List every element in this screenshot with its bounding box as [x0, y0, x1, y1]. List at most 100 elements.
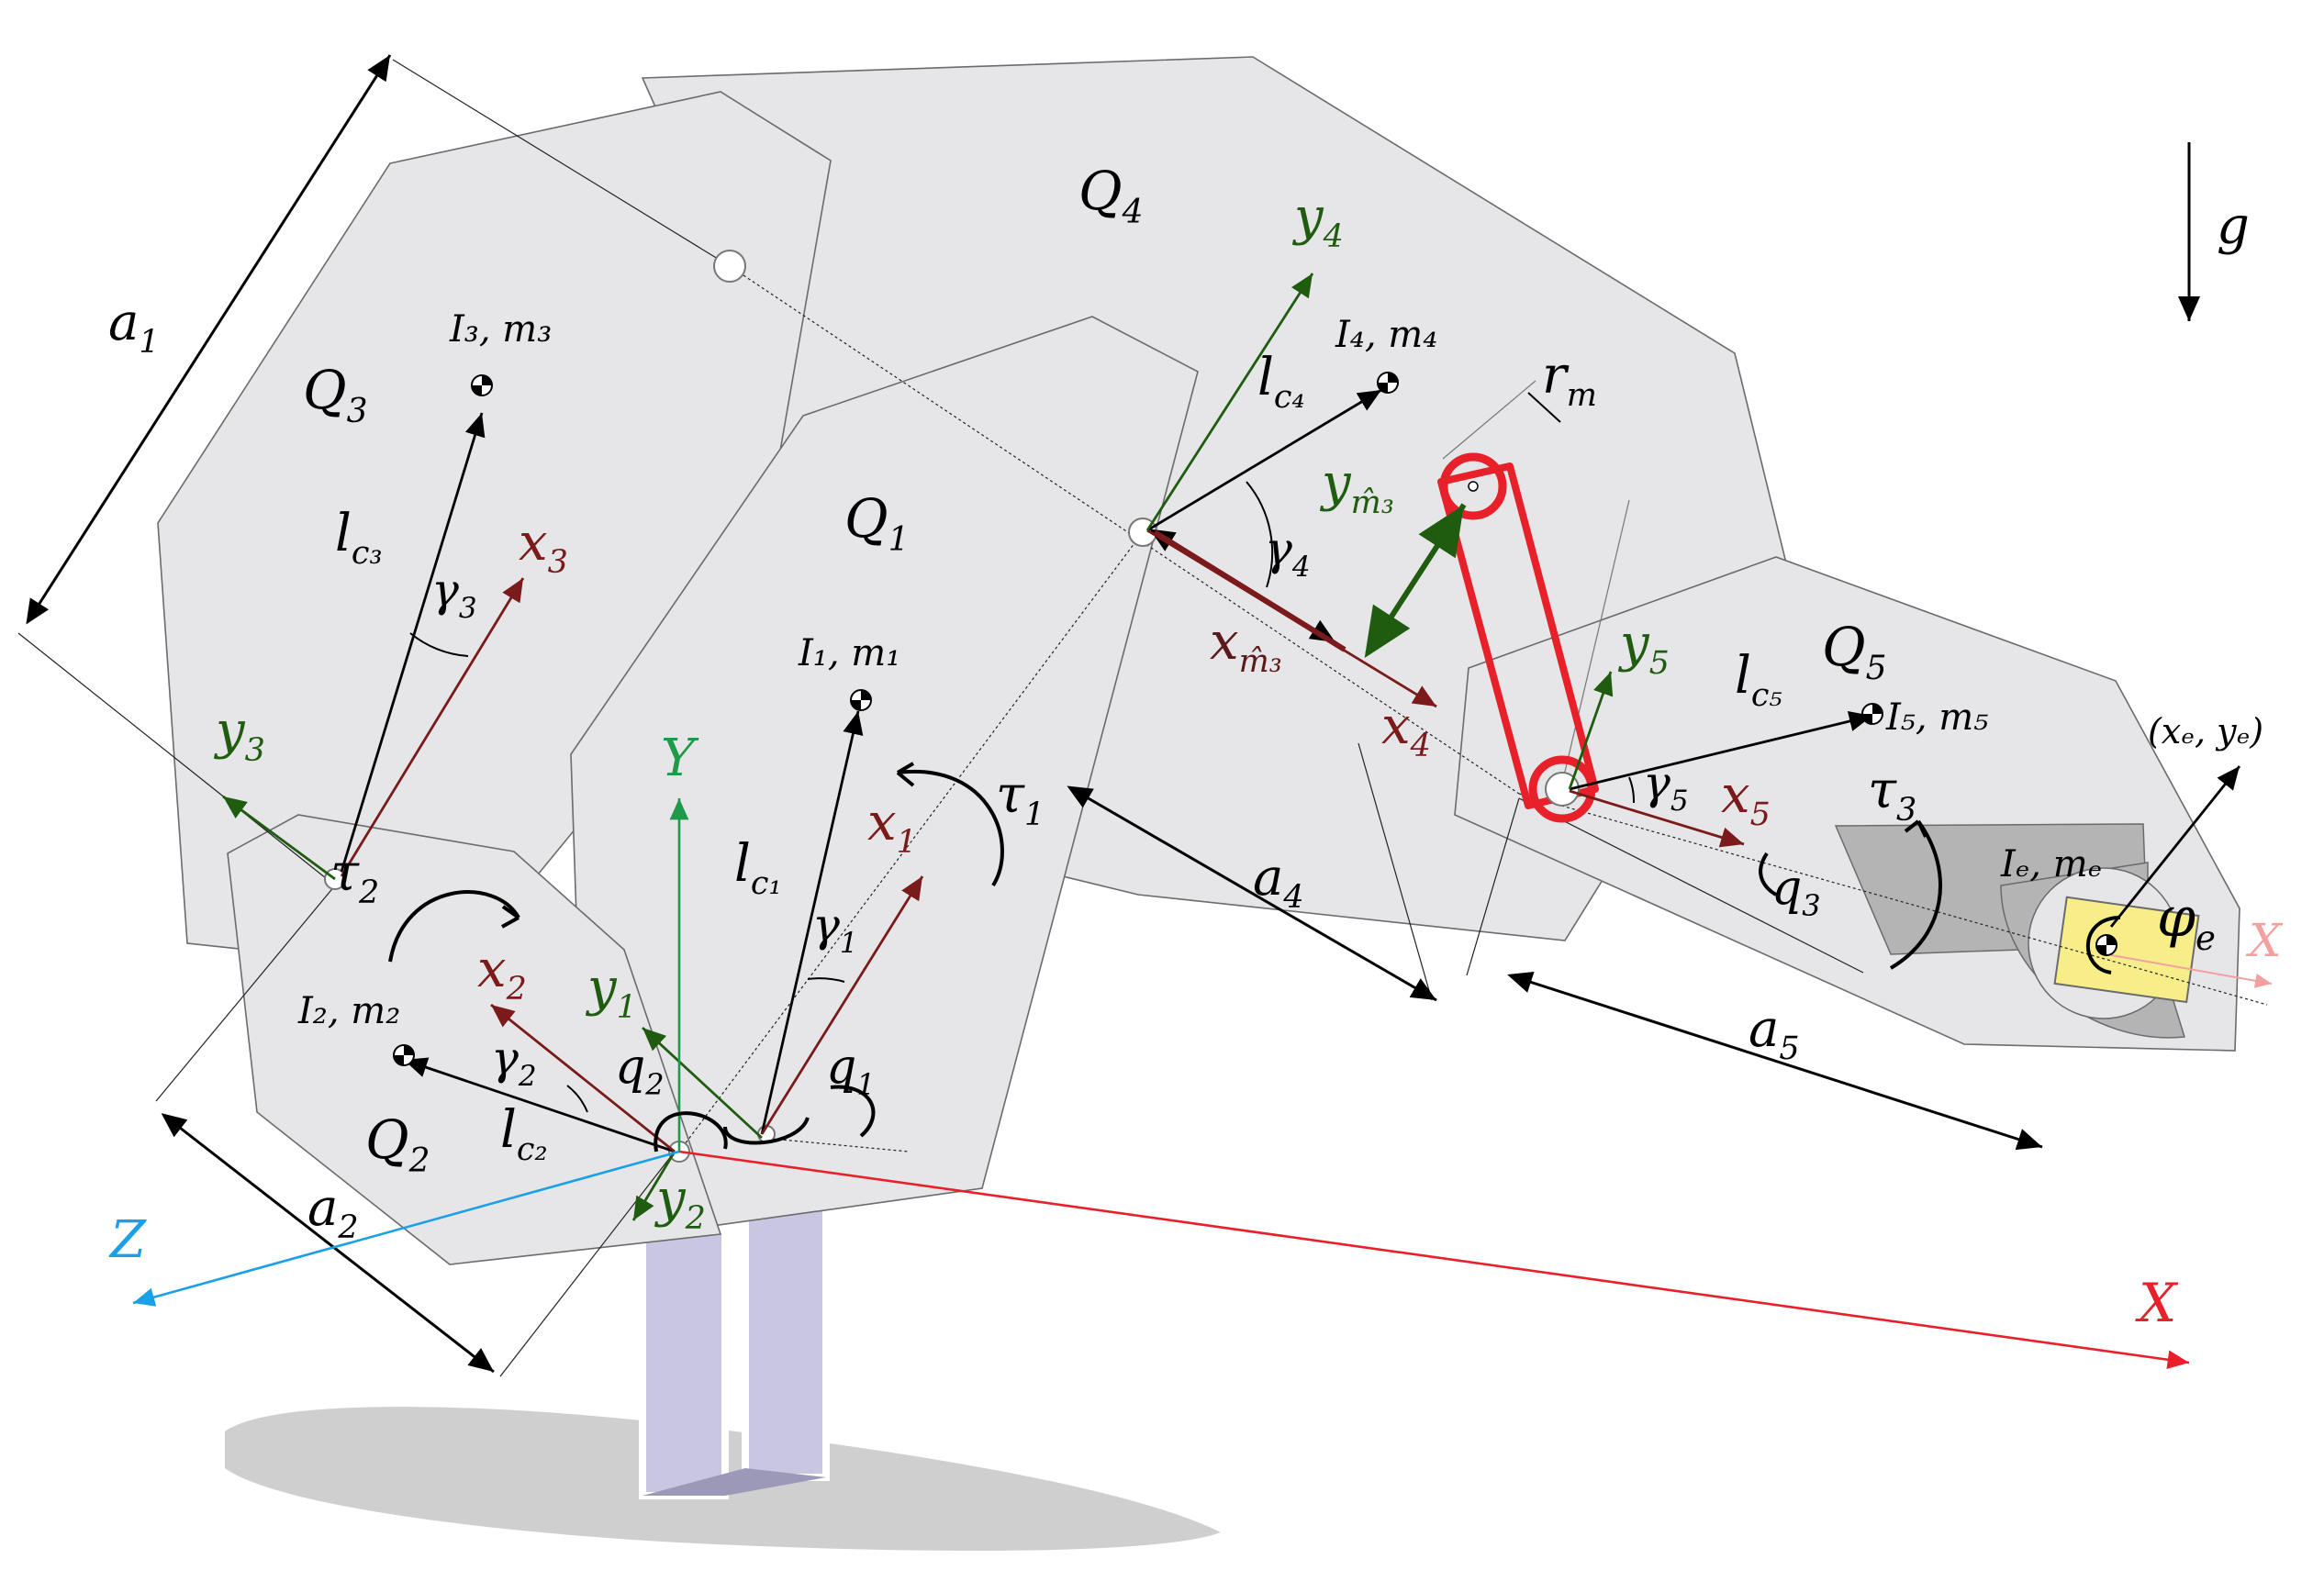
inertia-e-label: Iₑ, mₑ — [2000, 843, 2102, 885]
q3-label: q3 — [1771, 861, 1821, 923]
plate-q5-label-sub: 5 — [1866, 650, 1887, 687]
tau3-label-main: τ — [1868, 761, 1897, 820]
plate-q4-label-main: Q — [1078, 160, 1123, 222]
inertia-3-label: I₃, m₃ — [449, 308, 552, 351]
q2-label: q2 — [615, 1040, 665, 1102]
dimension-arrows — [26, 54, 2200, 1374]
y3-label-sub: 3 — [245, 732, 265, 769]
a5-label-main: a — [1749, 999, 1779, 1059]
lc3-label: lc₃ — [335, 504, 383, 572]
axis-X-label: X — [2135, 1272, 2179, 1334]
lc4-label-main: l — [1257, 348, 1274, 407]
gamma4-label: γ4 — [1265, 522, 1311, 584]
q2-label-main: q — [615, 1040, 645, 1095]
y1-label-sub: 1 — [617, 989, 637, 1026]
plate-q3-label: Q3 — [303, 359, 367, 430]
axis-Z-label-main: Z — [108, 1210, 147, 1270]
phi-e-label-sub: e — [2196, 919, 2216, 958]
q3-label-sub: 3 — [1802, 888, 1820, 923]
center-of-mass-icon — [1861, 703, 1883, 725]
gamma2-label: γ2 — [491, 1031, 537, 1093]
q3-label-main: q — [1771, 861, 1802, 916]
lc1-label: lc₁ — [734, 834, 782, 902]
plate-q5-label-main: Q — [1822, 616, 1866, 678]
axis-Z-label: Z — [108, 1210, 147, 1270]
a1-label-sub: 1 — [139, 324, 159, 361]
x-frames — [340, 529, 1745, 1153]
q1-label-sub: 1 — [856, 1067, 875, 1102]
y2-label-main: y — [654, 1169, 687, 1229]
y-m3-label-main: y — [1319, 453, 1352, 513]
gamma2-label-sub: 2 — [518, 1060, 537, 1093]
lc2-label: lc₂ — [500, 1100, 548, 1168]
gamma5-label: γ5 — [1643, 756, 1689, 818]
x3-label-main: x — [519, 513, 548, 573]
x5-label-sub: 5 — [1750, 796, 1771, 833]
x2-label-main: x — [477, 940, 507, 999]
x2-label-sub: 2 — [506, 971, 527, 1008]
joint-icon — [713, 250, 746, 283]
center-of-mass-icon — [850, 689, 872, 711]
q1-label: q1 — [826, 1040, 876, 1102]
inertia-4-label: I₄, m₄ — [1335, 314, 1437, 356]
axis-Y-label: Y — [661, 729, 699, 788]
gamma2-label-main: γ — [491, 1031, 519, 1085]
gamma3-label: γ3 — [431, 563, 477, 625]
y-frames — [222, 273, 1614, 1221]
gamma1-label: γ1 — [812, 898, 858, 960]
center-of-mass-icon — [2095, 934, 2117, 956]
center-of-mass-icon — [471, 374, 493, 396]
com-arrows — [340, 388, 2241, 1153]
r-m-label-sub: m — [1567, 377, 1597, 414]
y2-label: y2 — [654, 1169, 706, 1237]
plate-q4-label-sub: 4 — [1122, 194, 1144, 231]
x4-label-main: x — [1381, 696, 1411, 756]
lc2-label-sub: c₂ — [517, 1131, 548, 1168]
x1-label: x1 — [867, 793, 917, 861]
y-m3-label-sub: m̂₃ — [1351, 484, 1394, 521]
a2-label-main: a — [307, 1178, 338, 1238]
q2-label-sub: 2 — [644, 1067, 664, 1102]
gamma4-label-sub: 4 — [1291, 551, 1311, 584]
y4-label-main: y — [1291, 187, 1324, 247]
gamma1-label-sub: 1 — [840, 927, 858, 960]
lc4-label-sub: c₄ — [1274, 379, 1305, 416]
plate-q2-label-sub: 2 — [408, 1142, 430, 1180]
joint-icon — [1545, 772, 1580, 807]
lc3-label-sub: c₃ — [352, 535, 383, 572]
r-m-label-main: r — [1542, 346, 1570, 406]
y1-label: y1 — [585, 958, 637, 1026]
y3-label: y3 — [213, 701, 265, 769]
link-m3 — [1437, 380, 1630, 823]
y3-label-main: y — [213, 701, 246, 761]
tau1-label: τ1 — [996, 765, 1045, 833]
base-stand — [639, 1134, 830, 1499]
tau2-label: τ2 — [330, 843, 379, 911]
plate-q4-label: Q4 — [1078, 160, 1143, 231]
a5-label-sub: 5 — [1779, 1030, 1799, 1067]
tau2-label-sub: 2 — [358, 874, 379, 911]
plate-q1-label-main: Q — [844, 487, 888, 550]
a2-label-sub: 2 — [337, 1209, 358, 1246]
lc1-label-sub: c₁ — [751, 865, 782, 902]
gamma5-label-main: γ — [1643, 756, 1670, 809]
plate-q1-label: Q1 — [844, 487, 909, 559]
tau1-label-sub: 1 — [1024, 796, 1045, 833]
labels: gQ4Q3Q1Q2Q5a1a2a4a5lc₃lc₁lc₂lc₄lc₅γ3γ1γ2… — [108, 160, 2284, 1334]
tau1-label-main: τ — [996, 765, 1025, 825]
lc5-label-sub: c₅ — [1751, 677, 1782, 714]
tau3-label: τ3 — [1868, 761, 1916, 829]
x3-label: x3 — [519, 513, 568, 581]
lc2-label-main: l — [500, 1100, 517, 1160]
inertia-2-label: I₂, m₂ — [297, 990, 400, 1032]
a1-label: a1 — [108, 293, 160, 361]
angle-arcs — [409, 481, 1636, 1113]
x4-label: x4 — [1381, 696, 1431, 764]
gamma5-label-sub: 5 — [1670, 785, 1689, 818]
x-m3-label-sub: m̂₃ — [1239, 643, 1282, 680]
a2-label: a2 — [307, 1178, 359, 1246]
x1-label-sub: 1 — [897, 824, 917, 861]
lc1-label-main: l — [734, 834, 751, 894]
lc4-label: lc₄ — [1257, 348, 1305, 416]
gamma1-label-main: γ — [812, 898, 840, 952]
